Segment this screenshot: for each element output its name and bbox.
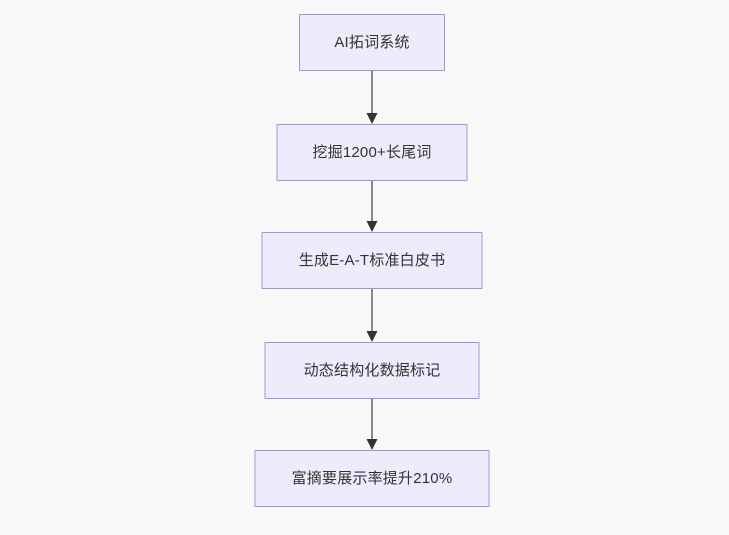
flow-node-label: AI拓词系统 [334, 34, 410, 51]
flow-node-ai-keyword-system[interactable]: AI拓词系统 [299, 14, 445, 71]
flow-edge-node3-node4 [366, 289, 378, 342]
flow-node-rich-snippet-rate-increase[interactable]: 富摘要展示率提升210% [254, 450, 490, 507]
flow-node-generate-eat-whitepaper[interactable]: 生成E-A-T标准白皮书 [261, 232, 483, 289]
flow-node-label: 动态结构化数据标记 [303, 362, 441, 379]
flow-edge-node2-node3 [366, 181, 378, 232]
flow-edge-node1-node2 [366, 71, 378, 124]
flow-node-dynamic-structured-data-markup[interactable]: 动态结构化数据标记 [264, 342, 480, 399]
flow-node-mine-longtail-keywords[interactable]: 挖掘1200+长尾词 [276, 124, 468, 181]
flow-node-label: 富摘要展示率提升210% [291, 470, 453, 487]
flow-node-label: 生成E-A-T标准白皮书 [298, 252, 446, 269]
flow-edge-node4-node5 [366, 399, 378, 450]
flow-node-label: 挖掘1200+长尾词 [312, 144, 432, 161]
